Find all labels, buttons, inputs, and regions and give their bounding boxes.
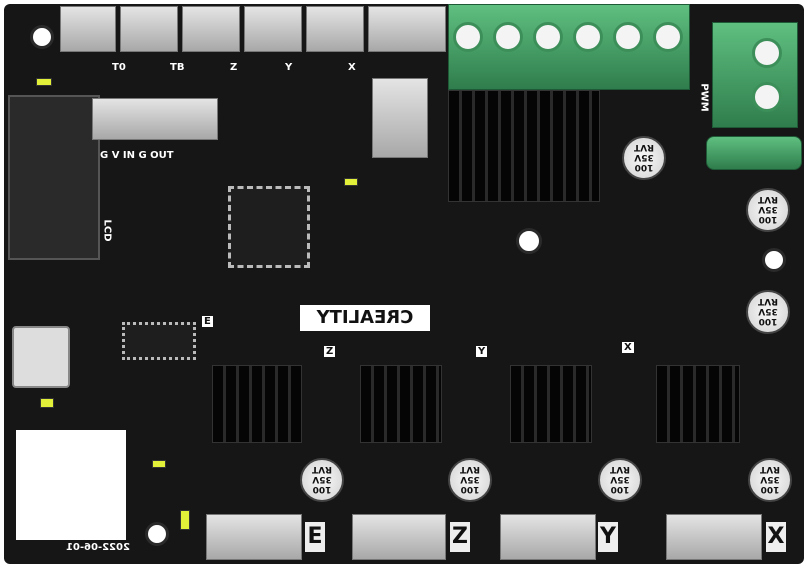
- lcd-connector: [8, 95, 100, 260]
- mounting-hole: [30, 25, 54, 49]
- driver-label: Z: [324, 346, 336, 357]
- driver-heatsink-z: [360, 365, 442, 443]
- connector-label: Z: [450, 522, 470, 552]
- fuse: [706, 136, 802, 170]
- connector-label: Y: [598, 522, 618, 552]
- top-label: X: [348, 62, 356, 73]
- terminal-screw: [573, 22, 603, 52]
- driver-heatsink-x: [656, 365, 740, 443]
- mounting-hole: [516, 228, 542, 254]
- terminal-screw: [613, 22, 643, 52]
- driver-label: Y: [476, 346, 488, 357]
- driver-heatsink-y: [510, 365, 592, 443]
- status-led: [36, 78, 52, 86]
- stepper-connector-z: [352, 514, 446, 560]
- board-cutout: [16, 430, 126, 540]
- power-label: G V IN G OUT: [100, 150, 174, 161]
- stepper-connector-x: [666, 514, 762, 560]
- status-led: [344, 178, 358, 186]
- lcd-label: LCD: [101, 219, 113, 242]
- top-label: Y: [285, 62, 293, 73]
- terminal-screw: [533, 22, 563, 52]
- mosfet: [372, 78, 428, 158]
- power-terminal-block: [448, 4, 690, 90]
- top-connector: [182, 6, 240, 52]
- top-connector: [306, 6, 364, 52]
- stepper-connector-e: [206, 514, 302, 560]
- driver-heatsink-e: [212, 365, 302, 443]
- date-label: 2022-06-01: [66, 542, 130, 553]
- terminal-screw: [752, 82, 782, 112]
- brand-logo: CREALITY: [300, 305, 430, 331]
- terminal-screw: [653, 22, 683, 52]
- terminal-screw: [752, 38, 782, 68]
- driver-label: E: [202, 316, 213, 327]
- driver-label: X: [622, 342, 634, 353]
- mosfet-heatsink: [448, 90, 600, 202]
- fan-terminal-block: [712, 22, 798, 128]
- fan-label: PWM: [698, 83, 710, 112]
- connector-label: X: [766, 522, 786, 552]
- top-connector: [60, 6, 116, 52]
- top-label: T0: [112, 62, 126, 73]
- top-label: Z: [230, 62, 238, 73]
- power-connector: [92, 98, 218, 140]
- mounting-hole: [762, 248, 786, 272]
- mcu-chip: [228, 186, 310, 268]
- stepper-connector-y: [500, 514, 596, 560]
- top-connector: [368, 6, 446, 52]
- terminal-screw: [493, 22, 523, 52]
- status-led: [40, 398, 54, 408]
- mounting-hole: [145, 522, 169, 546]
- usb-port[interactable]: [12, 326, 70, 388]
- connector-label: E: [305, 522, 325, 552]
- terminal-screw: [453, 22, 483, 52]
- status-led: [152, 460, 166, 468]
- top-connector: [120, 6, 178, 52]
- top-connector: [244, 6, 302, 52]
- status-led: [180, 510, 190, 530]
- driver-chip: [122, 322, 196, 360]
- top-label: TB: [170, 62, 185, 73]
